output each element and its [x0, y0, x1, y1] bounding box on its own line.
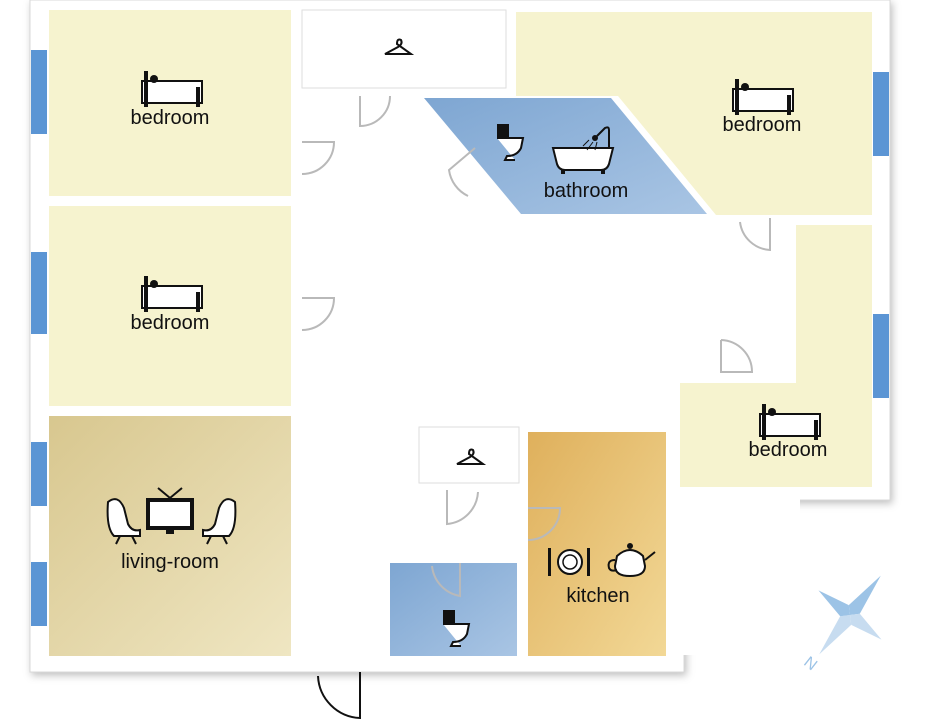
entrance-door — [317, 672, 361, 720]
hanger-icon — [384, 38, 415, 55]
plate-cutlery-icon — [548, 548, 590, 576]
compass-icon — [818, 575, 882, 655]
toilet-icon — [497, 124, 525, 161]
window-bedroom-4 — [873, 314, 889, 398]
door-kitchen — [527, 507, 562, 541]
kitchen-floor — [528, 432, 666, 656]
window-bedroom-2 — [31, 252, 47, 334]
toilet-icon — [443, 610, 471, 647]
compass-north-label: N — [800, 654, 820, 675]
teapot-icon — [607, 543, 656, 578]
door-bedroom-2 — [301, 297, 336, 331]
window-living-2 — [31, 562, 47, 626]
window-living-1 — [31, 442, 47, 506]
door-closet-top — [359, 95, 391, 128]
room-label-bedroom-2: bedroom — [131, 312, 210, 334]
window-bedroom-1 — [31, 50, 47, 134]
room-label-living-room: living-room — [121, 551, 219, 573]
living-room-floor — [49, 416, 291, 656]
armchair-icon — [106, 498, 141, 545]
hanger-icon — [456, 448, 487, 465]
bed-icon — [141, 71, 203, 107]
room-label-bedroom-1: bedroom — [131, 107, 210, 129]
room-label-bedroom-4: bedroom — [749, 439, 828, 461]
tv-icon — [146, 487, 194, 534]
door-bedroom-1 — [301, 141, 336, 175]
door-wc — [431, 563, 461, 598]
room-label-bathroom: bathroom — [544, 180, 629, 202]
bed-icon — [759, 404, 821, 440]
door-closet-small — [446, 490, 479, 526]
door-bedroom-4 — [720, 339, 754, 373]
bathtub-shower-icon — [551, 126, 615, 174]
bedroom-4-floor — [680, 225, 872, 487]
wc-floor — [390, 563, 517, 656]
door-bathroom — [447, 147, 476, 197]
bed-icon — [732, 79, 794, 115]
door-bedroom-3 — [739, 218, 771, 252]
window-bedroom-3 — [873, 72, 889, 156]
room-label-kitchen: kitchen — [566, 585, 629, 607]
bedroom-3-floor — [516, 12, 872, 215]
bed-icon — [141, 276, 203, 312]
room-label-bedroom-3: bedroom — [723, 114, 802, 136]
armchair-icon — [202, 498, 237, 545]
